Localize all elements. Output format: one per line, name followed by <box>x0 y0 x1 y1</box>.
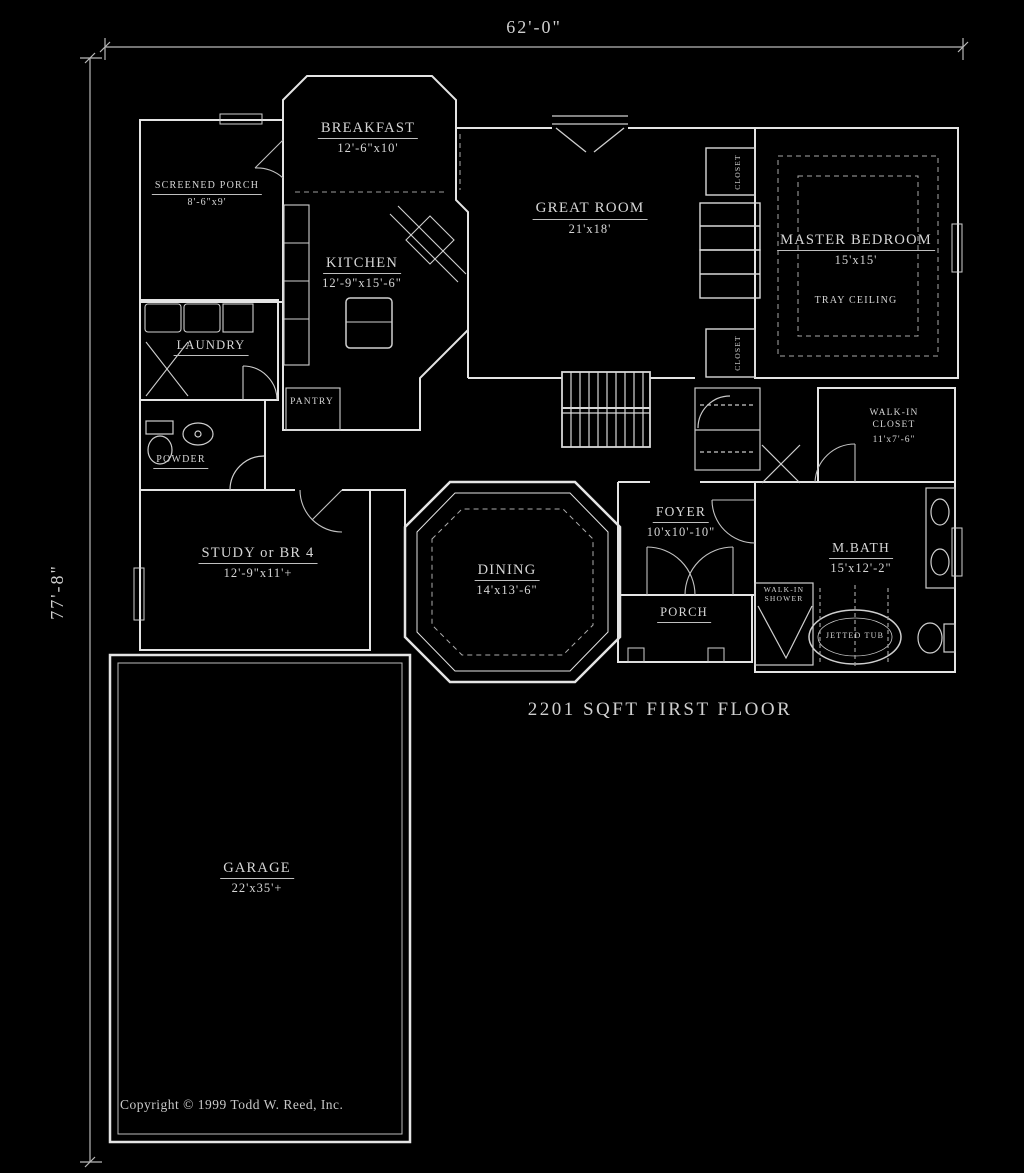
overall-width-dimension: 62'-0" <box>506 17 562 37</box>
label-tray-ceiling: TRAY CEILING <box>814 295 898 306</box>
label-jetted-tub: JETTED TUB <box>825 631 885 640</box>
room-label-great-room: GREAT ROOM 21'x18' <box>532 198 648 237</box>
master-bath-fixtures <box>754 444 956 666</box>
french-door <box>552 115 628 153</box>
label-walk-in-shower: WALK-IN SHOWER <box>763 585 805 603</box>
windows <box>133 113 963 663</box>
laundry-fixtures <box>144 303 278 401</box>
room-label-kitchen: KITCHEN 12'-9"x15'-6" <box>322 255 402 291</box>
room-label-powder: POWDER <box>153 454 209 469</box>
room-label-porch: PORCH <box>657 605 711 623</box>
copyright-notice: Copyright © 1999 Todd W. Reed, Inc. <box>120 1097 344 1112</box>
powder-fixtures <box>145 420 265 491</box>
room-label-foyer: FOYER 10'x10'-10" <box>646 504 716 539</box>
dimension-lines <box>80 38 969 1168</box>
tray-ceiling-lines <box>777 155 939 357</box>
room-label-screened-porch: SCREENED PORCH 8'-6"x9' <box>151 180 263 209</box>
room-label-study: STUDY or BR 4 12'-9"x11'+ <box>198 543 318 582</box>
room-label-pantry: PANTRY <box>290 397 334 407</box>
overall-height-dimension: 77'-8" <box>46 564 67 620</box>
floor-title: 2201 SQFT FIRST FLOOR <box>527 699 793 720</box>
label-closet-bottom: CLOSET <box>732 335 742 371</box>
greatroom-closets <box>699 147 761 378</box>
room-label-breakfast: BREAKFAST 12'-6"x10' <box>317 118 419 157</box>
label-closet-top: CLOSET <box>732 154 742 190</box>
dining-octagon <box>403 480 622 684</box>
kitchen-fixtures <box>283 134 467 431</box>
room-label-laundry: LAUNDRY <box>173 338 249 356</box>
room-label-dining: DINING 14'x13'-6" <box>474 562 540 598</box>
stairs <box>561 371 651 448</box>
hall-closet <box>694 387 761 471</box>
door-swings <box>254 139 856 596</box>
room-label-master-bedroom: MASTER BEDROOM 15'x15' <box>777 230 935 269</box>
room-label-master-bath: M.BATH 15'x12'-2" <box>829 540 893 575</box>
room-label-walk-in-closet: WALK-IN CLOSET 11'x7'-6" <box>869 408 919 445</box>
garage-inner-wall <box>117 662 403 1135</box>
room-label-garage: GARAGE 22'x35'+ <box>220 858 294 897</box>
